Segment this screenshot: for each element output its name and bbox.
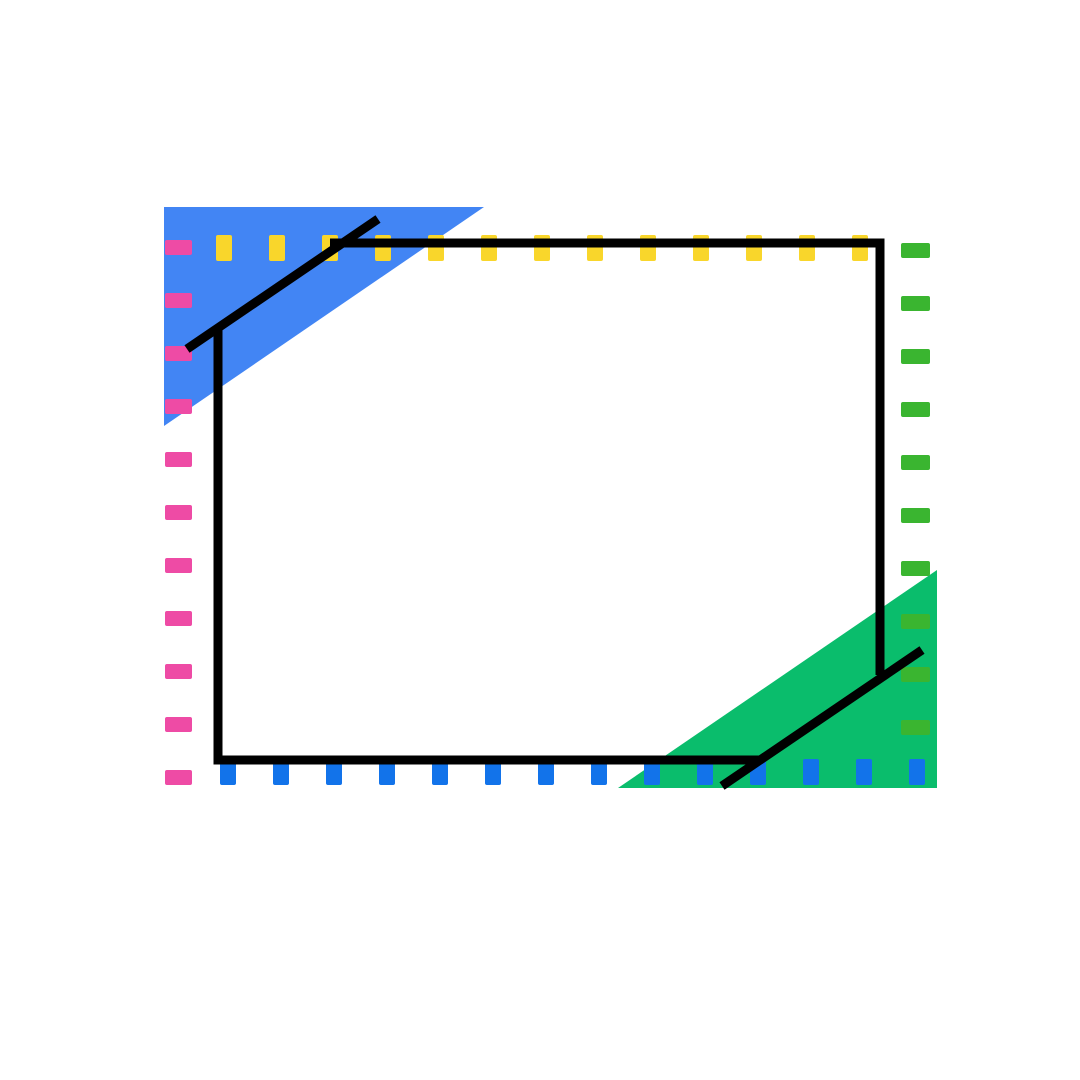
dash-bottom bbox=[697, 759, 713, 785]
dash-bottom bbox=[909, 759, 925, 785]
dash-top bbox=[269, 235, 285, 261]
outline-left-bottom bbox=[213, 330, 760, 765]
dash-bottom bbox=[485, 759, 501, 785]
dash-left bbox=[165, 717, 192, 732]
dash-right bbox=[901, 296, 930, 311]
dash-right bbox=[901, 402, 930, 417]
dash-left bbox=[165, 664, 192, 679]
dash-bottom bbox=[591, 759, 607, 785]
outline-top-right bbox=[330, 238, 885, 675]
dash-bottom bbox=[856, 759, 872, 785]
dash-left bbox=[165, 505, 192, 520]
frame-outline bbox=[184, 215, 925, 790]
dash-top bbox=[216, 235, 232, 261]
dash-right bbox=[901, 561, 930, 576]
dash-bottom bbox=[326, 759, 342, 785]
dash-bottom bbox=[538, 759, 554, 785]
slash-top-left bbox=[184, 215, 381, 353]
dash-left bbox=[165, 346, 192, 361]
slash-bottom-right bbox=[719, 646, 925, 790]
dash-left bbox=[165, 240, 192, 255]
dash-right bbox=[901, 720, 930, 735]
dash-left bbox=[165, 558, 192, 573]
corner-triangle-top-left bbox=[164, 207, 484, 426]
dash-bottom bbox=[432, 759, 448, 785]
dash-left bbox=[165, 770, 192, 785]
dash-right bbox=[901, 614, 930, 629]
dash-bottom bbox=[273, 759, 289, 785]
dash-right bbox=[901, 243, 930, 258]
dash-right bbox=[901, 349, 930, 364]
dash-right bbox=[901, 455, 930, 470]
corner-triangle-bottom-right bbox=[618, 570, 937, 788]
dashed-border bbox=[165, 235, 930, 785]
dash-left bbox=[165, 452, 192, 467]
dash-bottom bbox=[644, 759, 660, 785]
dash-right bbox=[901, 508, 930, 523]
dash-bottom bbox=[803, 759, 819, 785]
dash-bottom bbox=[379, 759, 395, 785]
dash-left bbox=[165, 293, 192, 308]
dash-right bbox=[901, 667, 930, 682]
dash-bottom bbox=[220, 759, 236, 785]
dash-left bbox=[165, 611, 192, 626]
dash-left bbox=[165, 399, 192, 414]
